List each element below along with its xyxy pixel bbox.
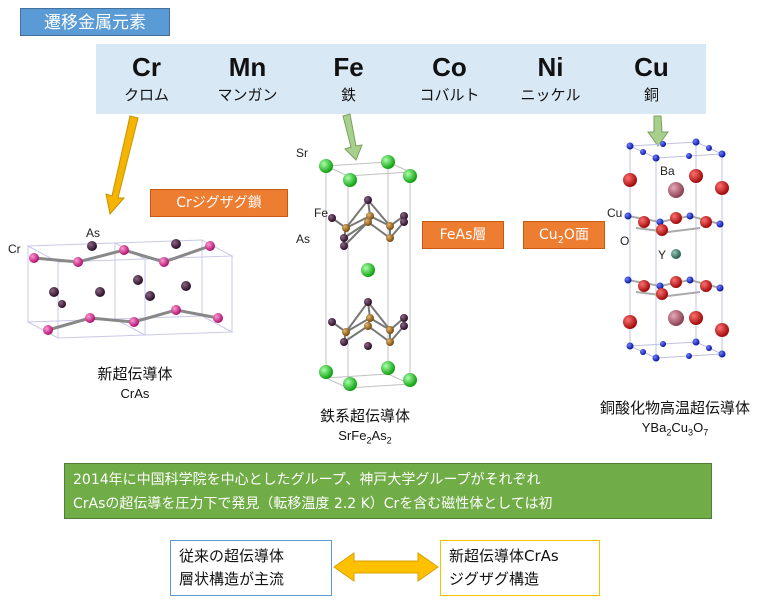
element-symbol: Cu (634, 52, 669, 82)
tag-feas-layer: FeAs層 (422, 221, 504, 249)
label-fe-fe: Fe (314, 206, 329, 220)
element-symbol: Cr (132, 52, 161, 82)
arrow-fe-to-feas (342, 113, 363, 161)
cras-structure (26, 239, 234, 339)
label-ybco-y: Y (658, 248, 667, 262)
label-ybco-o: O (620, 234, 630, 248)
label-cras-cr: Cr (8, 242, 21, 256)
label-fe-sr: Sr (296, 146, 308, 160)
label-ybco-ba: Ba (660, 164, 675, 178)
element-name: クロム (123, 86, 169, 104)
tag-cu2o-plane: Cu2O面 (523, 221, 605, 249)
arrow-cr-to-cras (105, 115, 139, 216)
element-cell-mn: Mn マンガン (197, 44, 298, 114)
caption-fe: 鉄系超伝導体 SrFe2As2 (319, 407, 410, 446)
element-name: 鉄 (340, 86, 356, 104)
element-cell-co: Co コバルト (399, 44, 500, 114)
periodic-row: Cr クロム Mn マンガン Fe 鉄 Co コバルト Ni ニッケル Cu 銅 (96, 44, 706, 114)
arrow-cu-to-ybco (647, 115, 669, 147)
section-title-badge: 遷移金属元素 (20, 8, 170, 36)
element-cell-cu: Cu 銅 (601, 44, 702, 114)
caption-ybco: 銅酸化物高温超伝導体 YBa2Cu3O7 (599, 399, 750, 438)
compare-new-cras-box: 新超伝導体CrAs ジグザグ構造 (440, 540, 600, 596)
element-symbol: Ni (537, 52, 564, 82)
element-cell-ni: Ni ニッケル (500, 44, 601, 114)
caption-cras: 新超伝導体 CrAs (97, 365, 173, 401)
double-arrow-compare (333, 552, 439, 582)
summary-box: 2014年に中国科学院を中心としたグループ、神戸大学グループがそれぞれ CrAs… (64, 463, 712, 519)
element-name: ニッケル (520, 86, 581, 104)
element-cell-cr: Cr クロム (96, 44, 197, 114)
element-cell-fe: Fe 鉄 (298, 44, 399, 114)
element-name: マンガン (217, 86, 278, 104)
element-name: コバルト (419, 86, 480, 104)
element-symbol: Co (432, 52, 467, 82)
element-name: 銅 (643, 86, 659, 104)
label-fe-as: As (296, 232, 311, 246)
label-cras-as: As (86, 226, 101, 240)
element-symbol: Mn (228, 52, 267, 82)
fe-structure (319, 155, 417, 391)
ybco-structure (623, 138, 729, 362)
label-ybco-cu: Cu (607, 206, 623, 220)
tag-cr-zigzag-chain: Crジグザグ鎖 (150, 189, 288, 217)
element-symbol: Fe (333, 52, 364, 82)
summary-line-2: CrAsの超伝導を圧力下で発見（転移温度 2.2 K）Crを含む磁性体としては初 (73, 496, 553, 512)
compare-conventional-box: 従来の超伝導体 層状構造が主流 (170, 540, 332, 596)
summary-line-1: 2014年に中国科学院を中心としたグループ、神戸大学グループがそれぞれ (73, 472, 541, 488)
